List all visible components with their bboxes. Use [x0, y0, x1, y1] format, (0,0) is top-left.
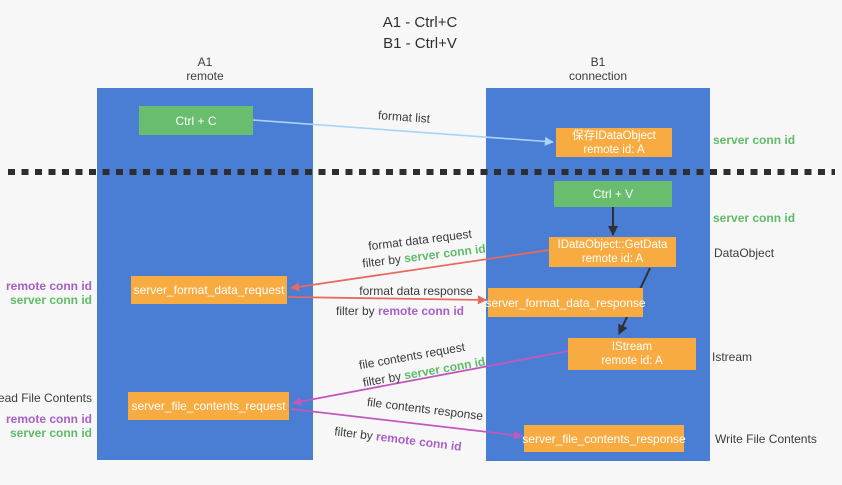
node-server-file-contents-request: server_file_contents_request	[128, 392, 289, 420]
flow-label-filter-by-remote-1: filter by remote conn id	[336, 304, 464, 318]
right-label-server-conn-id-1: server conn id	[713, 133, 796, 147]
diagram-title: A1 - Ctrl+C B1 - Ctrl+V	[300, 12, 540, 54]
column-header-a1: A1 remote	[97, 55, 313, 83]
left-label-remote-conn-id-2: remote conn id	[5, 412, 92, 426]
column-b1-label: connection	[568, 69, 628, 83]
left-label-server-conn-id-1: server conn id	[9, 293, 92, 307]
node-save-idataobject: 保存IDataObject remote id: A	[556, 128, 672, 157]
right-label-istream: Istream	[712, 350, 753, 364]
node-idataobject-getdata: IDataObject::GetData remote id: A	[549, 237, 676, 267]
node-save-idataobject-line1: 保存IDataObject	[572, 129, 656, 142]
column-b1-id: B1	[590, 55, 606, 69]
node-getdata-line1: IDataObject::GetData	[557, 239, 668, 251]
column-a1-label: remote	[186, 69, 224, 83]
node-format-request-label: server_format_data_request	[133, 283, 285, 297]
node-ctrl-c-label: Ctrl + C	[175, 113, 217, 128]
node-file-response-label: server_file_contents_response	[522, 431, 686, 446]
flow-label-filter-by-remote-2: filter by remote conn id	[334, 424, 463, 453]
node-istream: IStream remote id: A	[568, 338, 696, 370]
flow-label-format-data-response: format data response	[359, 284, 473, 298]
title-line-2: B1 - Ctrl+V	[383, 35, 457, 52]
remote-conn-id-highlight: remote conn id	[378, 304, 465, 318]
flow-label-format-list: format list	[377, 108, 431, 126]
node-istream-line2: remote id: A	[601, 355, 663, 367]
node-istream-line1: IStream	[611, 341, 653, 353]
node-getdata-line2: remote id: A	[581, 253, 644, 265]
remote-conn-id-highlight: remote conn id	[375, 429, 463, 454]
flow-label-file-contents-response: file contents response	[366, 394, 484, 424]
right-label-server-conn-id-2: server conn id	[713, 211, 796, 225]
right-label-write-file-contents: Write File Contents	[715, 432, 817, 446]
filter-by-prefix: filter by	[361, 251, 405, 271]
left-label-remote-conn-id-1: remote conn id	[5, 279, 92, 293]
node-ctrl-v: Ctrl + V	[554, 181, 672, 207]
node-ctrl-c: Ctrl + C	[139, 106, 253, 135]
node-ctrl-v-label: Ctrl + V	[592, 187, 634, 201]
left-label-read-file-contents: Read File Contents	[0, 391, 92, 405]
node-save-idataobject-line2: remote id: A	[583, 143, 645, 156]
right-label-dataobject: DataObject	[714, 246, 775, 260]
filter-by-prefix: filter by	[333, 424, 378, 444]
node-server-file-contents-response: server_file_contents_response	[522, 425, 686, 452]
title-line-1: A1 - Ctrl+C	[382, 14, 458, 31]
column-a1-id: A1	[197, 55, 213, 69]
filter-by-prefix: filter by	[361, 368, 406, 390]
filter-by-prefix: filter by	[335, 304, 378, 318]
node-file-request-label: server_file_contents_request	[131, 399, 286, 413]
left-label-server-conn-id-2: server conn id	[9, 426, 92, 440]
node-server-format-data-request: server_format_data_request	[131, 276, 287, 304]
node-server-format-data-response: server_format_data_response	[485, 288, 646, 317]
node-format-response-label: server_format_data_response	[485, 295, 646, 310]
column-header-b1: B1 connection	[486, 55, 710, 83]
